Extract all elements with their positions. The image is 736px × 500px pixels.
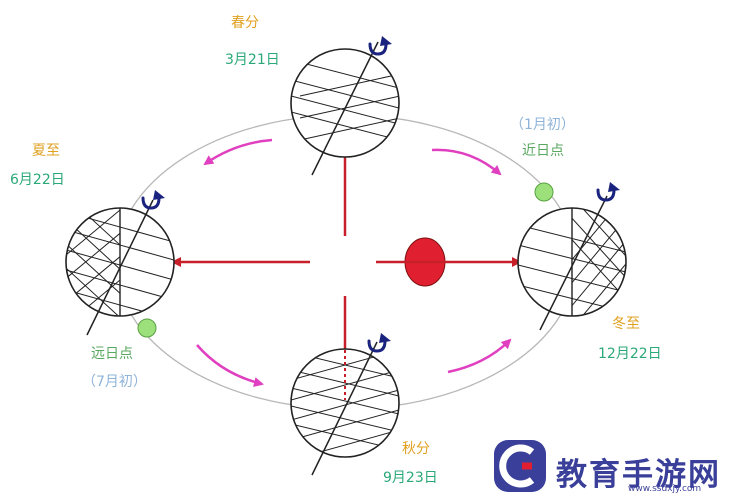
watermark-url: www.ssdxjy.com <box>628 484 702 494</box>
earth-autumn <box>290 341 400 476</box>
watermark-logo <box>494 440 546 492</box>
autumn-label: 秋分 <box>402 441 430 457</box>
orbit-motion-arrows <box>196 138 512 387</box>
perihelion-marker <box>534 182 554 202</box>
perihelion-label: 近日点 <box>522 143 564 159</box>
aphelion-marker <box>137 318 157 338</box>
perihelion-month: （1月初） <box>510 117 575 133</box>
earth-summer <box>65 199 175 336</box>
spring-date: 3月21日 <box>225 52 280 68</box>
summer-label: 夏至 <box>32 143 60 159</box>
spring-label: 春分 <box>231 15 259 31</box>
summer-date: 6月22日 <box>10 172 65 188</box>
earth-spring <box>290 41 400 176</box>
earth-winter <box>517 195 627 331</box>
aphelion-month: （7月初） <box>82 374 147 390</box>
rotation-arrows <box>141 42 616 353</box>
winter-label: 冬至 <box>612 316 640 332</box>
watermark-text: 教育手游网 <box>556 457 721 493</box>
aphelion-label: 远日点 <box>91 346 133 362</box>
autumn-date: 9月23日 <box>383 470 438 486</box>
winter-date: 12月22日 <box>598 346 662 362</box>
